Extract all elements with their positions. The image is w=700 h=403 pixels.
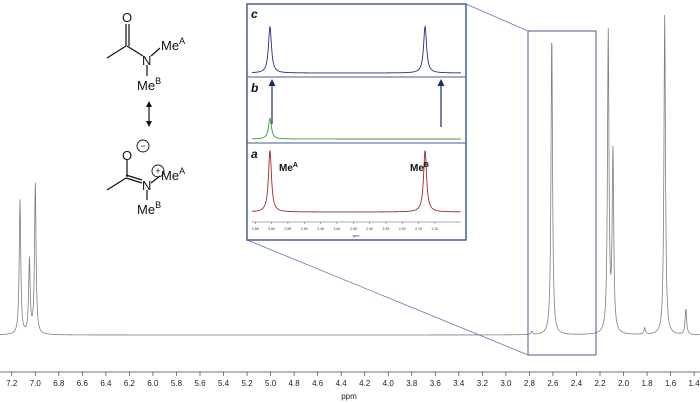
main-x-tick-label: 2.2	[594, 379, 606, 388]
main-x-tick-label: 7.2	[6, 379, 18, 388]
main-x-tick-label: 1.4	[689, 379, 700, 388]
main-spectrum-trace	[0, 15, 700, 336]
main-x-tick-label: 6.6	[77, 379, 89, 388]
main-x-tick-label: 3.6	[430, 379, 442, 388]
inset-x-axis-title: ppm	[353, 234, 360, 238]
main-x-tick-label: 7.0	[30, 379, 42, 388]
resonance-arrow	[146, 101, 152, 127]
inset-x-tick-label: 2.50	[301, 227, 308, 231]
inset-x-tick-label: 2.10	[431, 227, 438, 231]
amide-zwitterion-structure: O − N + MeA MeB	[106, 139, 185, 217]
peak-label-me-a: MeA	[279, 162, 298, 174]
main-x-tick-label: 6.4	[100, 379, 112, 388]
inset-x-tick-label: 2.30	[366, 227, 373, 231]
main-x-tick-label: 5.2	[241, 379, 253, 388]
main-x-tick-label: 3.0	[500, 379, 512, 388]
main-x-tick-label: 1.8	[641, 379, 653, 388]
inset-x-tick-label: 2.20	[399, 227, 406, 231]
dma-structure-diagram: O N MeA MeB O − N + MeA MeB	[106, 10, 185, 217]
inset-panel-letter-b: b	[251, 81, 258, 95]
inset-x-tick-label: 2.25	[382, 227, 389, 231]
inset-panel-letter-a: a	[251, 147, 258, 161]
oxygen-negative-charge: −	[140, 141, 145, 151]
inset-x-tick-label: 2.45	[317, 227, 324, 231]
bottom-me-a-label: MeA	[161, 166, 185, 183]
main-x-tick-label: 3.4	[453, 379, 465, 388]
inset-panel-letter-c: c	[251, 7, 258, 21]
top-me-a-label: MeA	[161, 36, 185, 53]
bottom-nitrogen-label: N	[142, 178, 151, 193]
main-x-tick-label: 4.2	[359, 379, 371, 388]
main-x-axis-title: ppm	[341, 392, 357, 401]
main-x-tick-label: 3.8	[406, 379, 418, 388]
peak-label-me-b: MeB	[410, 162, 429, 174]
main-x-tick-label: 2.8	[524, 379, 536, 388]
top-oxygen-label: O	[122, 10, 132, 25]
inset-trace-a	[251, 150, 461, 213]
main-x-tick-label: 3.2	[477, 379, 489, 388]
nitrogen-positive-charge-circle	[151, 164, 165, 178]
zoom-connector-top	[465, 3, 529, 32]
main-x-tick-label: 6.2	[124, 379, 136, 388]
main-x-tick-label: 4.0	[383, 379, 395, 388]
main-x-tick-label: 5.0	[265, 379, 277, 388]
main-x-tick-label: 5.4	[218, 379, 230, 388]
inset-arrow-right	[437, 79, 445, 127]
inset-x-tick-label: 2.15	[415, 227, 422, 231]
main-x-ticks: 7.2 7.0 6.8 6.6 6.4 6.2 6.0 5.8 5.6 5.4 5.2 5.0 4.8 4…	[6, 372, 700, 388]
inset-x-tick-label: 2.55	[285, 227, 292, 231]
bottom-oxygen-label: O	[122, 148, 132, 163]
inset-trace-c	[251, 25, 461, 74]
inset-x-tick-label: 2.60	[268, 227, 275, 231]
bottom-me-b-label: MeB	[137, 200, 161, 217]
main-x-tick-label: 2.4	[571, 379, 583, 388]
main-x-tick-label: 4.8	[289, 379, 301, 388]
inset-x-tick-label: 2.35	[350, 227, 357, 231]
zoom-region-box	[527, 30, 597, 356]
inset-frame	[246, 3, 467, 241]
zoom-connector-bottom	[246, 239, 529, 356]
main-x-tick-label: 5.8	[171, 379, 183, 388]
main-x-tick-label: 2.6	[547, 379, 559, 388]
main-x-tick-label: 5.6	[194, 379, 206, 388]
top-me-b-label: MeB	[137, 76, 161, 93]
inset-x-tick-label: 2.40	[334, 227, 341, 231]
amide-neutral-structure: O N MeA MeB	[106, 10, 185, 93]
main-x-tick-label: 4.4	[336, 379, 348, 388]
inset-trace-b	[251, 117, 461, 140]
main-x-tick-label: 6.0	[147, 379, 159, 388]
main-x-tick-label: 2.0	[618, 379, 630, 388]
main-x-tick-label: 1.6	[665, 379, 677, 388]
inset-x-ticks: 2.65 2.60 2.55 2.50 2.45 2.40 2.35 2.30 2.25 2.20…	[252, 222, 438, 231]
nitrogen-positive-charge: +	[155, 166, 160, 176]
main-spectrum-plot: 7.2 7.0 6.8 6.6 6.4 6.2 6.0 5.8 5.6 5.4 5.2 5.0 4.8 4…	[0, 15, 700, 401]
main-x-tick-label: 6.8	[53, 379, 65, 388]
oxygen-negative-charge-circle	[136, 139, 150, 153]
inset-x-tick-label: 2.65	[252, 227, 259, 231]
inset-arrow-left	[268, 79, 276, 124]
top-nitrogen-label: N	[142, 53, 151, 68]
main-x-tick-label: 4.6	[312, 379, 324, 388]
